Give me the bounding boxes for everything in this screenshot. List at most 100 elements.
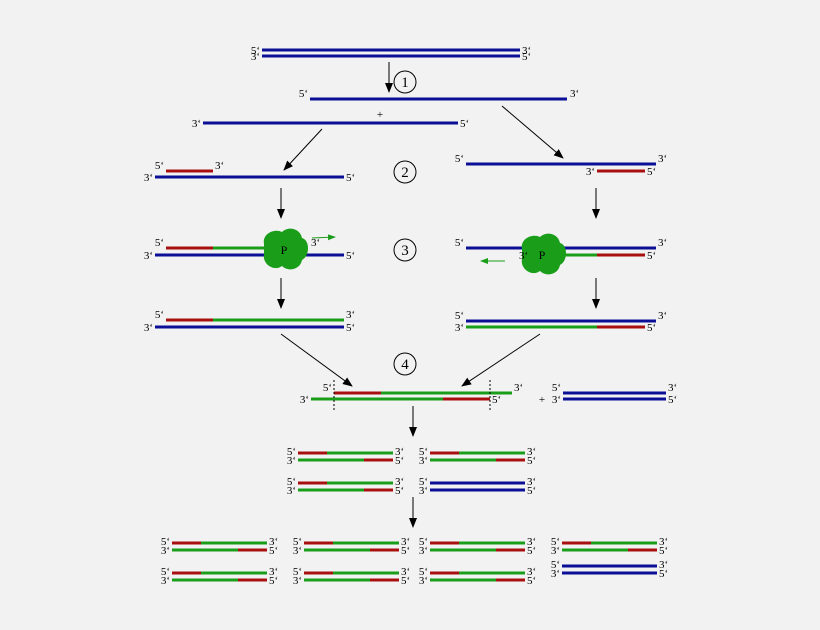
three-prime-label: 3‘ bbox=[419, 485, 428, 497]
three-prime-label: 3‘ bbox=[551, 545, 560, 557]
five-prime-label: 5‘ bbox=[552, 382, 561, 394]
polymerase-shape bbox=[263, 228, 308, 270]
three-prime-label: 3‘ bbox=[455, 322, 464, 334]
three-prime-label: 3‘ bbox=[659, 559, 668, 571]
polymerase-label: P bbox=[539, 248, 546, 262]
five-prime-label: 5‘ bbox=[395, 455, 404, 467]
three-prime-label: 3‘ bbox=[144, 172, 153, 184]
five-prime-label: 5‘ bbox=[647, 166, 656, 178]
plus-label: + bbox=[539, 394, 545, 406]
step-circle bbox=[393, 352, 417, 376]
step-1-badge: 1 bbox=[393, 70, 417, 94]
five-prime-label: 5‘ bbox=[419, 476, 428, 488]
five-prime-label: 5‘ bbox=[522, 51, 531, 63]
three-prime-label: 3‘ bbox=[514, 382, 523, 394]
converge-arrow-right bbox=[461, 333, 541, 387]
three-prime-label: 3‘ bbox=[161, 545, 170, 557]
three-prime-label: 3‘ bbox=[668, 382, 677, 394]
five-prime-label: 5‘ bbox=[647, 250, 656, 262]
three-prime-label: 3‘ bbox=[269, 536, 278, 548]
five-prime-label: 5‘ bbox=[346, 322, 355, 334]
three-prime-label: 3‘ bbox=[658, 153, 667, 165]
three-prime-label: 3‘ bbox=[395, 446, 404, 458]
five-prime-label: 5‘ bbox=[419, 566, 428, 578]
strand-layer bbox=[155, 48, 666, 582]
five-prime-label: 5‘ bbox=[527, 545, 536, 557]
three-prime-label: 3‘ bbox=[419, 455, 428, 467]
five-prime-label: 5‘ bbox=[492, 394, 501, 406]
three-prime-label: 3‘ bbox=[293, 545, 302, 557]
polymerase-shape bbox=[521, 233, 566, 275]
five-prime-label: 5‘ bbox=[401, 545, 410, 557]
three-prime-label: 3‘ bbox=[287, 485, 296, 497]
five-prime-label: 5‘ bbox=[455, 237, 464, 249]
step-number: 1 bbox=[401, 75, 409, 91]
five-prime-label: 5‘ bbox=[287, 446, 296, 458]
three-prime-label: 3‘ bbox=[419, 545, 428, 557]
five-prime-label: 5‘ bbox=[401, 575, 410, 587]
polymerase-blob: P bbox=[263, 228, 308, 270]
five-prime-label: 5‘ bbox=[293, 536, 302, 548]
three-prime-label: 3‘ bbox=[419, 575, 428, 587]
step-circle bbox=[393, 70, 417, 94]
three-prime-label: 3‘ bbox=[519, 250, 528, 262]
five-prime-label: 5‘ bbox=[551, 536, 560, 548]
five-prime-label: 5‘ bbox=[527, 455, 536, 467]
anneal-arrow-left bbox=[283, 128, 323, 171]
five-prime-label: 5‘ bbox=[155, 237, 164, 249]
three-prime-label: 3‘ bbox=[192, 118, 201, 130]
three-prime-label: 3‘ bbox=[570, 88, 579, 100]
polymerase-blob: P bbox=[521, 233, 566, 275]
three-prime-label: 3‘ bbox=[311, 237, 320, 249]
synthesis-direction-arrow bbox=[311, 234, 336, 241]
three-prime-label: 3‘ bbox=[527, 536, 536, 548]
five-prime-label: 5‘ bbox=[647, 322, 656, 334]
five-prime-label: 5‘ bbox=[668, 394, 677, 406]
three-prime-label: 3‘ bbox=[658, 310, 667, 322]
five-prime-label: 5‘ bbox=[161, 566, 170, 578]
five-prime-label: 5‘ bbox=[527, 485, 536, 497]
five-prime-label: 5‘ bbox=[287, 476, 296, 488]
three-prime-label: 3‘ bbox=[269, 566, 278, 578]
three-prime-label: 3‘ bbox=[522, 45, 531, 57]
three-prime-label: 3‘ bbox=[215, 160, 224, 172]
step-4-badge: 4 bbox=[393, 352, 417, 376]
three-prime-label: 3‘ bbox=[659, 536, 668, 548]
three-prime-label: 3‘ bbox=[527, 446, 536, 458]
label-layer: 5‘3‘3‘5‘5‘3‘+3‘5‘5‘3‘3‘5‘5‘3‘3‘5‘5‘3‘3‘5… bbox=[144, 45, 677, 587]
step-number: 4 bbox=[401, 357, 409, 373]
three-prime-label: 3‘ bbox=[144, 250, 153, 262]
plus-label: + bbox=[377, 109, 383, 121]
step-3-badge: 3 bbox=[393, 238, 417, 262]
five-prime-label: 5‘ bbox=[346, 250, 355, 262]
step-circle bbox=[393, 238, 417, 262]
five-prime-label: 5‘ bbox=[269, 545, 278, 557]
three-prime-label: 3‘ bbox=[401, 566, 410, 578]
five-prime-label: 5‘ bbox=[155, 160, 164, 172]
three-prime-label: 3‘ bbox=[300, 394, 309, 406]
three-prime-label: 3‘ bbox=[552, 394, 561, 406]
five-prime-label: 5‘ bbox=[455, 310, 464, 322]
step-number: 3 bbox=[401, 243, 409, 259]
three-prime-label: 3‘ bbox=[527, 566, 536, 578]
step-number: 2 bbox=[401, 165, 409, 181]
five-prime-label: 5‘ bbox=[346, 172, 355, 184]
five-prime-label: 5‘ bbox=[323, 382, 332, 394]
three-prime-label: 3‘ bbox=[395, 476, 404, 488]
anneal-arrow-right bbox=[501, 105, 564, 159]
five-prime-label: 5‘ bbox=[659, 568, 668, 580]
three-prime-label: 3‘ bbox=[551, 568, 560, 580]
arrow-layer bbox=[277, 62, 600, 528]
five-prime-label: 5‘ bbox=[155, 309, 164, 321]
five-prime-label: 5‘ bbox=[161, 536, 170, 548]
converge-arrow-left bbox=[280, 333, 353, 387]
three-prime-label: 3‘ bbox=[161, 575, 170, 587]
three-prime-label: 3‘ bbox=[144, 322, 153, 334]
five-prime-label: 5‘ bbox=[460, 118, 469, 130]
three-prime-label: 3‘ bbox=[586, 166, 595, 178]
five-prime-label: 5‘ bbox=[419, 536, 428, 548]
three-prime-label: 3‘ bbox=[287, 455, 296, 467]
